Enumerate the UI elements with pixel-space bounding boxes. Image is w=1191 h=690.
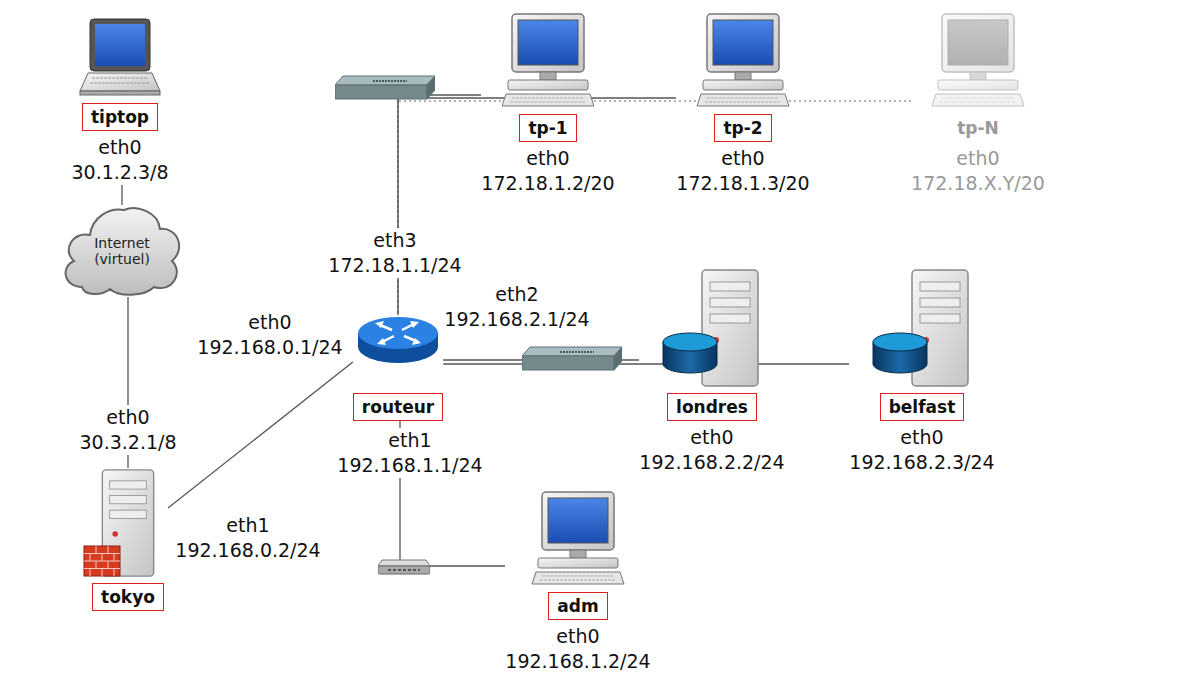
firewall-icon — [84, 546, 120, 576]
hub-icon — [378, 560, 430, 574]
laptop-icon — [80, 19, 160, 95]
host-node: tp-1 eth0 172.18.1.2/20 — [481, 12, 615, 196]
cloud-label: Internet (virtuel) — [94, 235, 150, 267]
switch-icon — [522, 347, 622, 370]
network-link — [121, 185, 122, 205]
host-node: adm eth0 192.168.1.2/24 — [505, 490, 651, 674]
interface-address: eth0 192.168.2.2/24 — [639, 425, 785, 475]
host-name: tp-2 — [714, 114, 771, 142]
host-node: belfast eth0 192.168.2.3/24 — [849, 268, 995, 475]
interface-label: eth0 30.3.2.1/8 — [77, 405, 179, 455]
interface-label: eth2 192.168.2.1/24 — [442, 282, 592, 332]
interface-address: eth0 192.168.2.3/24 — [849, 425, 995, 475]
host-name: londres — [667, 393, 757, 421]
host-node: tp-2 eth0 172.18.1.3/20 — [676, 12, 810, 196]
interface-address: eth0 172.18.X.Y/20 — [911, 146, 1045, 196]
interface-label: eth1 192.168.1.1/24 — [335, 428, 485, 478]
host-node: tiptop eth0 30.1.2.3/8 — [71, 15, 169, 185]
host-name: tiptop — [82, 103, 158, 131]
interface-address: eth0 192.168.1.2/24 — [505, 624, 651, 674]
database-icon — [663, 333, 717, 373]
host-name: tp-N — [948, 114, 1008, 142]
router-icon — [358, 317, 438, 363]
cloud-node: Internet (virtuel) — [60, 205, 185, 297]
host-name: adm — [548, 592, 607, 620]
host-node: routeur — [353, 315, 443, 421]
switch-icon — [335, 76, 435, 99]
host-name: tokyo — [92, 583, 164, 611]
interface-label: eth1 192.168.0.2/24 — [173, 513, 323, 563]
host-name: tp-1 — [519, 114, 576, 142]
desktop-icon — [502, 14, 594, 106]
host-node: tokyo — [88, 468, 168, 611]
network-link — [443, 363, 849, 364]
host-node: londres eth0 192.168.2.2/24 — [639, 268, 785, 475]
host-name: routeur — [353, 393, 443, 421]
interface-label: eth0 192.168.0.1/24 — [195, 310, 345, 360]
interface-address: eth0 172.18.1.2/20 — [481, 146, 615, 196]
cloud-outline — [65, 208, 179, 294]
network-link — [168, 362, 353, 508]
interface-address: eth0 172.18.1.3/20 — [676, 146, 810, 196]
desktop-icon — [532, 492, 624, 584]
host-name: belfast — [880, 393, 965, 421]
desktop-icon — [932, 14, 1024, 106]
interface-label: eth3 172.18.1.1/24 — [326, 228, 464, 278]
host-node: tp-N eth0 172.18.X.Y/20 — [911, 12, 1045, 196]
desktop-icon — [697, 14, 789, 106]
database-icon — [873, 333, 927, 373]
interface-address: eth0 30.1.2.3/8 — [71, 135, 169, 185]
